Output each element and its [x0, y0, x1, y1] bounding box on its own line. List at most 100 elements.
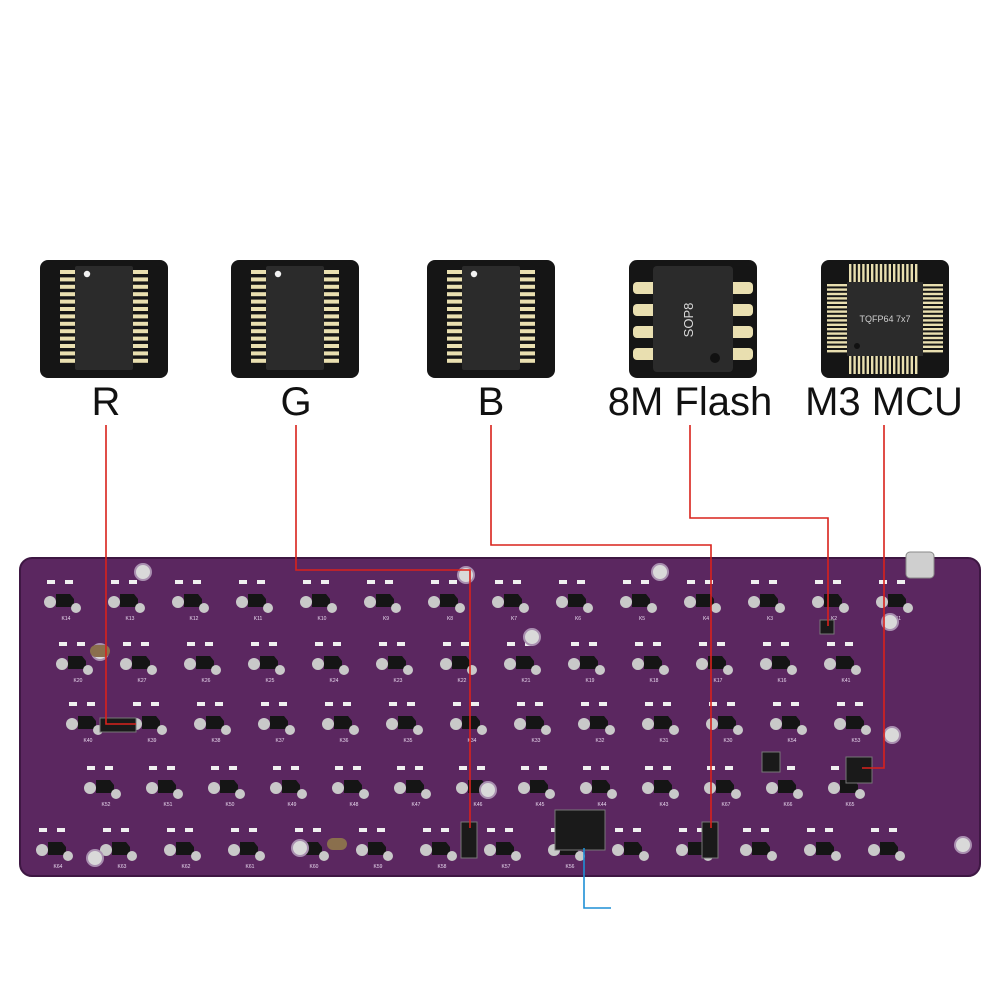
switch-footprint: K6	[556, 580, 593, 622]
switch-silk-label: K48	[350, 802, 359, 808]
switch-footprint: K26	[184, 642, 221, 684]
switch-footprint: K3	[748, 580, 785, 622]
mounting-hole	[954, 836, 972, 854]
switch-footprint: K38	[194, 702, 231, 744]
mounting-hole	[651, 563, 669, 581]
mcu-ic	[845, 756, 873, 784]
mounting-hole	[523, 628, 541, 646]
switch-silk-label: K11	[254, 616, 263, 622]
led-driver-ic	[99, 717, 137, 733]
switch-footprint: K41	[824, 642, 861, 684]
switch-silk-label: K63	[118, 864, 127, 870]
switch-footprint: K8	[428, 580, 465, 622]
switch-footprint: K23	[376, 642, 413, 684]
trace-r	[105, 425, 136, 725]
switch-silk-label: K8	[447, 616, 453, 622]
tqfp-chip-art: TQFP64 7x7	[827, 264, 943, 374]
switch-footprint: K22	[440, 642, 477, 684]
switch-footprint: K49	[270, 766, 307, 808]
switch-footprint: K58	[420, 828, 457, 870]
switch-footprint: K62	[164, 828, 201, 870]
switch-silk-label: K64	[54, 864, 63, 870]
switch-silk-label: K9	[383, 616, 389, 622]
switch-silk-label: K66	[784, 802, 793, 808]
switch-silk-label: K27	[138, 678, 147, 684]
trace-bluetooth	[583, 848, 611, 909]
switch-footprint: K16	[760, 642, 797, 684]
switch-silk-label: K36	[340, 738, 349, 744]
chip-label-flash: 8M Flash	[607, 380, 773, 424]
switch-footprint: K10	[300, 580, 337, 622]
mounting-hole	[883, 726, 901, 744]
switch-silk-label: K54	[788, 738, 797, 744]
switch-footprint: K37	[258, 702, 295, 744]
switch-footprint: K44	[580, 766, 617, 808]
mounting-hole	[881, 613, 899, 631]
soic-chip-art	[60, 266, 148, 370]
switch-silk-label: K4	[703, 616, 709, 622]
led-driver-ic	[701, 821, 719, 859]
soic-chip-art	[447, 266, 535, 370]
switch-silk-label: K45	[536, 802, 545, 808]
board-slot	[90, 645, 110, 657]
switch-silk-label: K39	[148, 738, 157, 744]
soic-chip-art	[251, 266, 339, 370]
switch-silk-label: K43	[660, 802, 669, 808]
switch-silk-label: K14	[62, 616, 71, 622]
switch-silk-label: K31	[660, 738, 669, 744]
mounting-hole	[86, 849, 104, 867]
switch-footprint: K47	[394, 766, 431, 808]
switch-silk-label: K62	[182, 864, 191, 870]
switch-silk-label: K46	[474, 802, 483, 808]
switch-silk-label: K18	[650, 678, 659, 684]
switch-footprint: K45	[518, 766, 555, 808]
switch-footprint: K53	[834, 702, 871, 744]
switch-footprint: K54	[770, 702, 807, 744]
mcu-package-marking: TQFP64 7x7	[859, 314, 910, 324]
trace-b	[490, 425, 712, 828]
switch-footprint	[612, 828, 649, 861]
switch-footprint: K20	[56, 642, 93, 684]
switch-footprint: K59	[356, 828, 393, 870]
sop8-chip-art: SOP8	[633, 266, 753, 372]
switch-silk-label: K44	[598, 802, 607, 808]
mounting-hole	[291, 839, 309, 857]
switch-silk-label: K26	[202, 678, 211, 684]
switch-silk-label: K6	[575, 616, 581, 622]
switch-footprint: K24	[312, 642, 349, 684]
switch-footprint: K57	[484, 828, 521, 870]
switch-footprint: K11	[236, 580, 273, 622]
switch-footprint	[740, 828, 777, 861]
switch-silk-label: K60	[310, 864, 319, 870]
switch-silk-label: K22	[458, 678, 467, 684]
switch-footprint: K64	[36, 828, 73, 870]
switch-silk-label: K37	[276, 738, 285, 744]
switch-silk-label: K35	[404, 738, 413, 744]
switch-silk-label: K67	[722, 802, 731, 808]
switch-footprint	[804, 828, 841, 861]
switch-footprint: K5	[620, 580, 657, 622]
switch-footprint: K30	[706, 702, 743, 744]
switch-silk-label: K41	[842, 678, 851, 684]
switch-silk-label: K20	[74, 678, 83, 684]
switch-silk-label: K47	[412, 802, 421, 808]
switch-footprint: K18	[632, 642, 669, 684]
switch-silk-label: K34	[468, 738, 477, 744]
switch-footprint: K48	[332, 766, 369, 808]
switch-footprint: K12	[172, 580, 209, 622]
trace-flash	[689, 425, 829, 626]
switch-silk-label: K13	[126, 616, 135, 622]
switch-silk-label: K56	[566, 864, 575, 870]
switch-footprint: K33	[514, 702, 551, 744]
switch-footprint: K25	[248, 642, 285, 684]
mounting-hole	[479, 781, 497, 799]
switch-silk-label: K21	[522, 678, 531, 684]
switch-silk-label: K24	[330, 678, 339, 684]
switch-silk-label: K7	[511, 616, 517, 622]
switch-footprint: K43	[642, 766, 679, 808]
switch-footprint: K34	[450, 702, 487, 744]
mounting-hole	[134, 563, 152, 581]
switch-silk-label: K53	[852, 738, 861, 744]
switch-silk-label: K65	[846, 802, 855, 808]
